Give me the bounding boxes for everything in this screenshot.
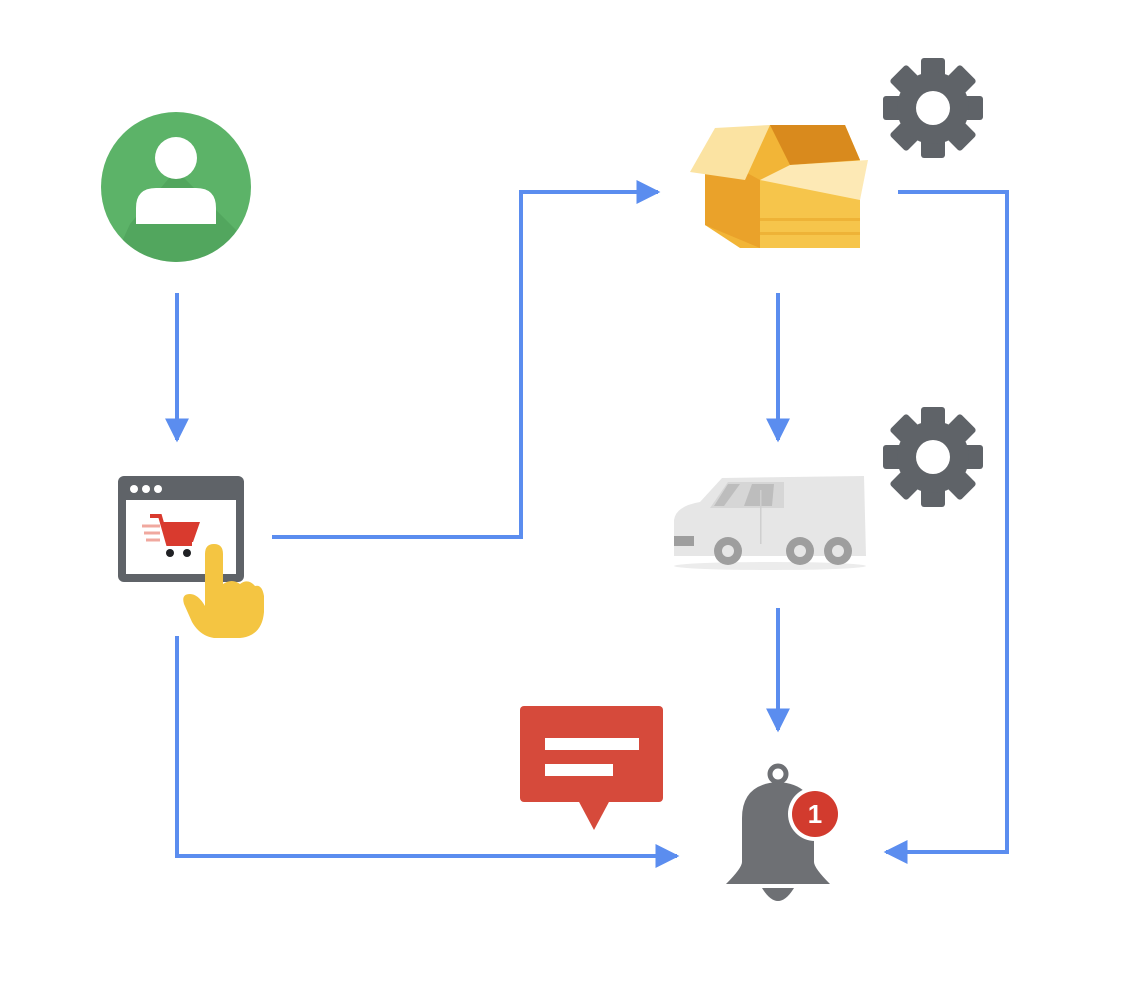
arrow-order-to-package bbox=[272, 180, 661, 539]
open-box-icon bbox=[690, 125, 868, 248]
connectors bbox=[165, 180, 1009, 868]
delivery-van-icon bbox=[674, 476, 866, 570]
arrow-order-to-notification bbox=[175, 636, 680, 868]
arrow-package-to-notification bbox=[883, 190, 1009, 864]
cart-icon bbox=[142, 514, 200, 557]
gear-icon bbox=[883, 58, 983, 158]
message-bubble-icon bbox=[520, 706, 663, 830]
user-avatar-icon bbox=[101, 112, 251, 262]
shopping-cart-browser-icon bbox=[118, 476, 264, 638]
notification-badge-count: 1 bbox=[808, 799, 822, 829]
pointing-hand-icon bbox=[183, 544, 264, 638]
notification-bell-icon: 1 bbox=[726, 763, 842, 901]
gear-icon bbox=[883, 407, 983, 507]
notification-badge: 1 bbox=[788, 787, 842, 841]
